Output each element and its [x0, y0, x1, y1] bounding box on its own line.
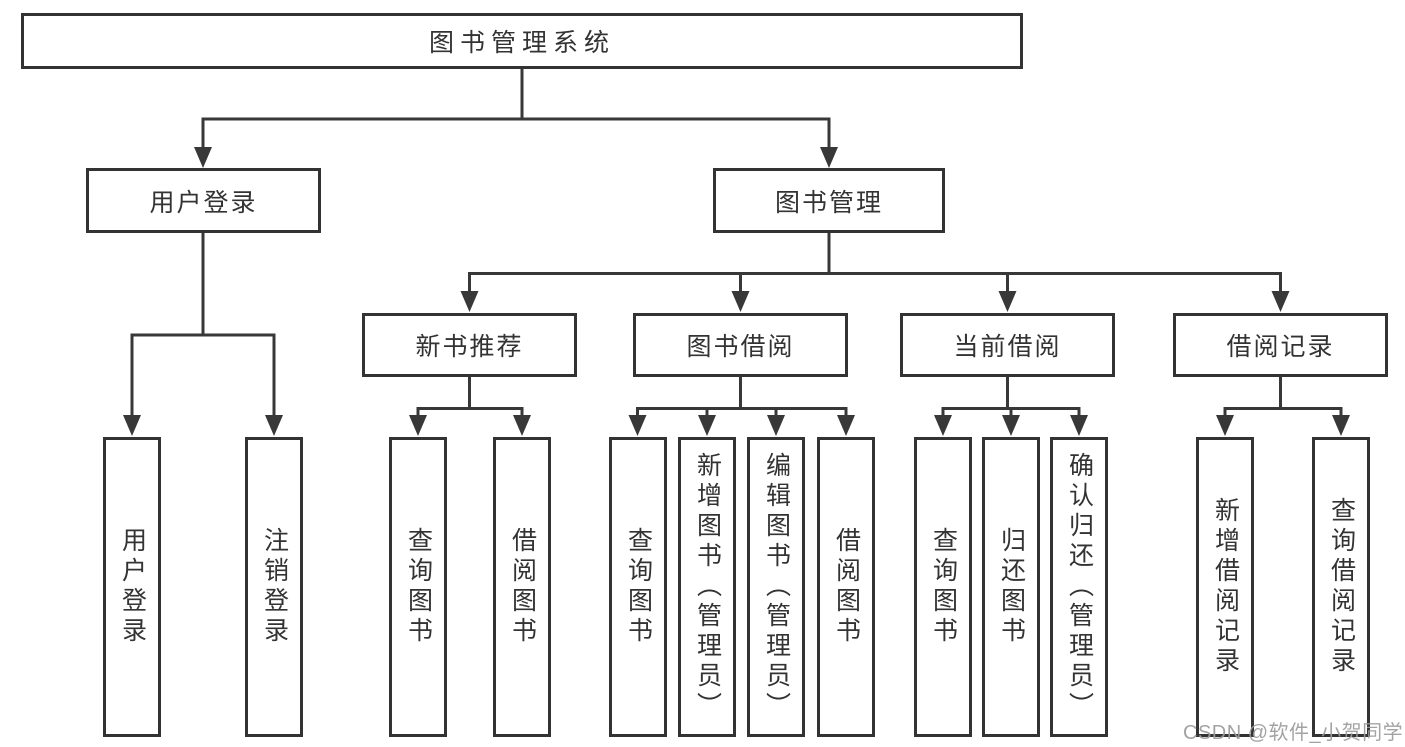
node-label: 新增借阅记录 — [1211, 497, 1240, 677]
arrow-down-icon — [767, 415, 785, 436]
arrow-down-icon — [731, 291, 750, 312]
connector-line — [941, 377, 1081, 417]
leaf-add-books-admin: 新增图书（管理员） — [678, 437, 736, 737]
connector-bookmgmt-to-level3 — [468, 233, 1282, 293]
connector-bookborrow-to-leaves — [636, 377, 848, 417]
leaf-confirm-return-admin: 确认归还（管理员） — [1050, 437, 1108, 737]
node-library-management-system: 图书管理系统 — [21, 13, 1023, 69]
csdn-watermark: CSDN @软件_小贺同学 — [1183, 722, 1404, 744]
connector-line — [130, 233, 276, 418]
node-label: 借阅图书 — [508, 527, 537, 647]
node-new-book-recommendation: 新书推荐 — [362, 313, 577, 377]
arrow-down-icon — [513, 415, 531, 436]
arrow-down-icon — [837, 415, 855, 436]
node-label: 查询图书 — [929, 527, 958, 647]
node-label: 编辑图书（管理员） — [762, 452, 791, 722]
arrow-down-icon — [1070, 415, 1088, 436]
leaf-logout: 注销登录 — [245, 437, 303, 737]
arrow-down-icon — [460, 291, 479, 312]
leaf-user-login: 用户登录 — [103, 437, 161, 737]
connector-newbook-to-leaves — [416, 377, 524, 417]
arrow-down-icon — [698, 415, 716, 436]
leaf-query-borrow-record: 查询借阅记录 — [1312, 437, 1370, 737]
node-label: 查询图书 — [624, 527, 653, 647]
node-label: 借阅图书 — [832, 527, 861, 647]
node-label: 注销登录 — [260, 527, 289, 647]
connector-line — [636, 377, 848, 417]
node-label: 借阅记录 — [1226, 333, 1335, 361]
node-label: 新增图书（管理员） — [693, 452, 722, 722]
arrow-down-icon — [265, 415, 283, 436]
leaf-query-books-current: 查询图书 — [914, 437, 972, 737]
node-label: 当前借阅 — [953, 333, 1062, 361]
node-label: 查询图书 — [404, 527, 433, 647]
node-label: 新书推荐 — [415, 333, 524, 361]
connector-line — [201, 69, 831, 150]
connector-line — [1223, 377, 1343, 417]
leaf-query-books-recommend: 查询图书 — [389, 437, 447, 737]
leaf-borrow-books-recommend: 借阅图书 — [493, 437, 551, 737]
arrow-down-icon — [123, 415, 141, 436]
arrow-down-icon — [1002, 415, 1020, 436]
node-borrowing-records: 借阅记录 — [1173, 313, 1388, 377]
node-label: 归还图书 — [997, 527, 1026, 647]
leaf-return-books: 归还图书 — [982, 437, 1040, 737]
connector-userlogin-to-leaves — [130, 233, 276, 418]
leaf-query-books-borrowing: 查询图书 — [609, 437, 667, 737]
node-label: 图书借阅 — [686, 333, 795, 361]
node-label: 确认归还（管理员） — [1065, 452, 1094, 722]
connector-root-to-level2 — [201, 69, 831, 150]
arrow-down-icon — [1271, 291, 1290, 312]
arrow-down-icon — [1216, 415, 1234, 436]
leaf-borrow-books: 借阅图书 — [817, 437, 875, 737]
node-label: 用户登录 — [149, 188, 258, 217]
node-label: 图书管理系统 — [428, 29, 615, 57]
node-label: 用户登录 — [118, 527, 147, 647]
leaf-add-borrow-record: 新增借阅记录 — [1196, 437, 1254, 737]
node-book-management: 图书管理 — [713, 168, 945, 233]
arrow-down-icon — [194, 147, 212, 168]
connector-line — [468, 233, 1282, 293]
node-user-login: 用户登录 — [86, 168, 321, 233]
node-label: 查询借阅记录 — [1327, 497, 1356, 677]
arrowheads — [123, 147, 1350, 436]
connector-currentborrow-to-leaves — [941, 377, 1081, 417]
node-current-borrowing: 当前借阅 — [900, 313, 1115, 377]
connector-borrowrecords-to-leaves — [1223, 377, 1343, 417]
arrow-down-icon — [820, 147, 838, 168]
node-label: 图书管理 — [774, 188, 883, 217]
arrow-down-icon — [998, 291, 1017, 312]
node-book-borrowing: 图书借阅 — [633, 313, 848, 377]
arrow-down-icon — [628, 415, 647, 436]
arrow-down-icon — [1332, 415, 1350, 436]
arrow-down-icon — [409, 415, 427, 436]
connector-line — [416, 377, 524, 417]
arrow-down-icon — [934, 415, 952, 436]
leaf-edit-books-admin: 编辑图书（管理员） — [747, 437, 805, 737]
